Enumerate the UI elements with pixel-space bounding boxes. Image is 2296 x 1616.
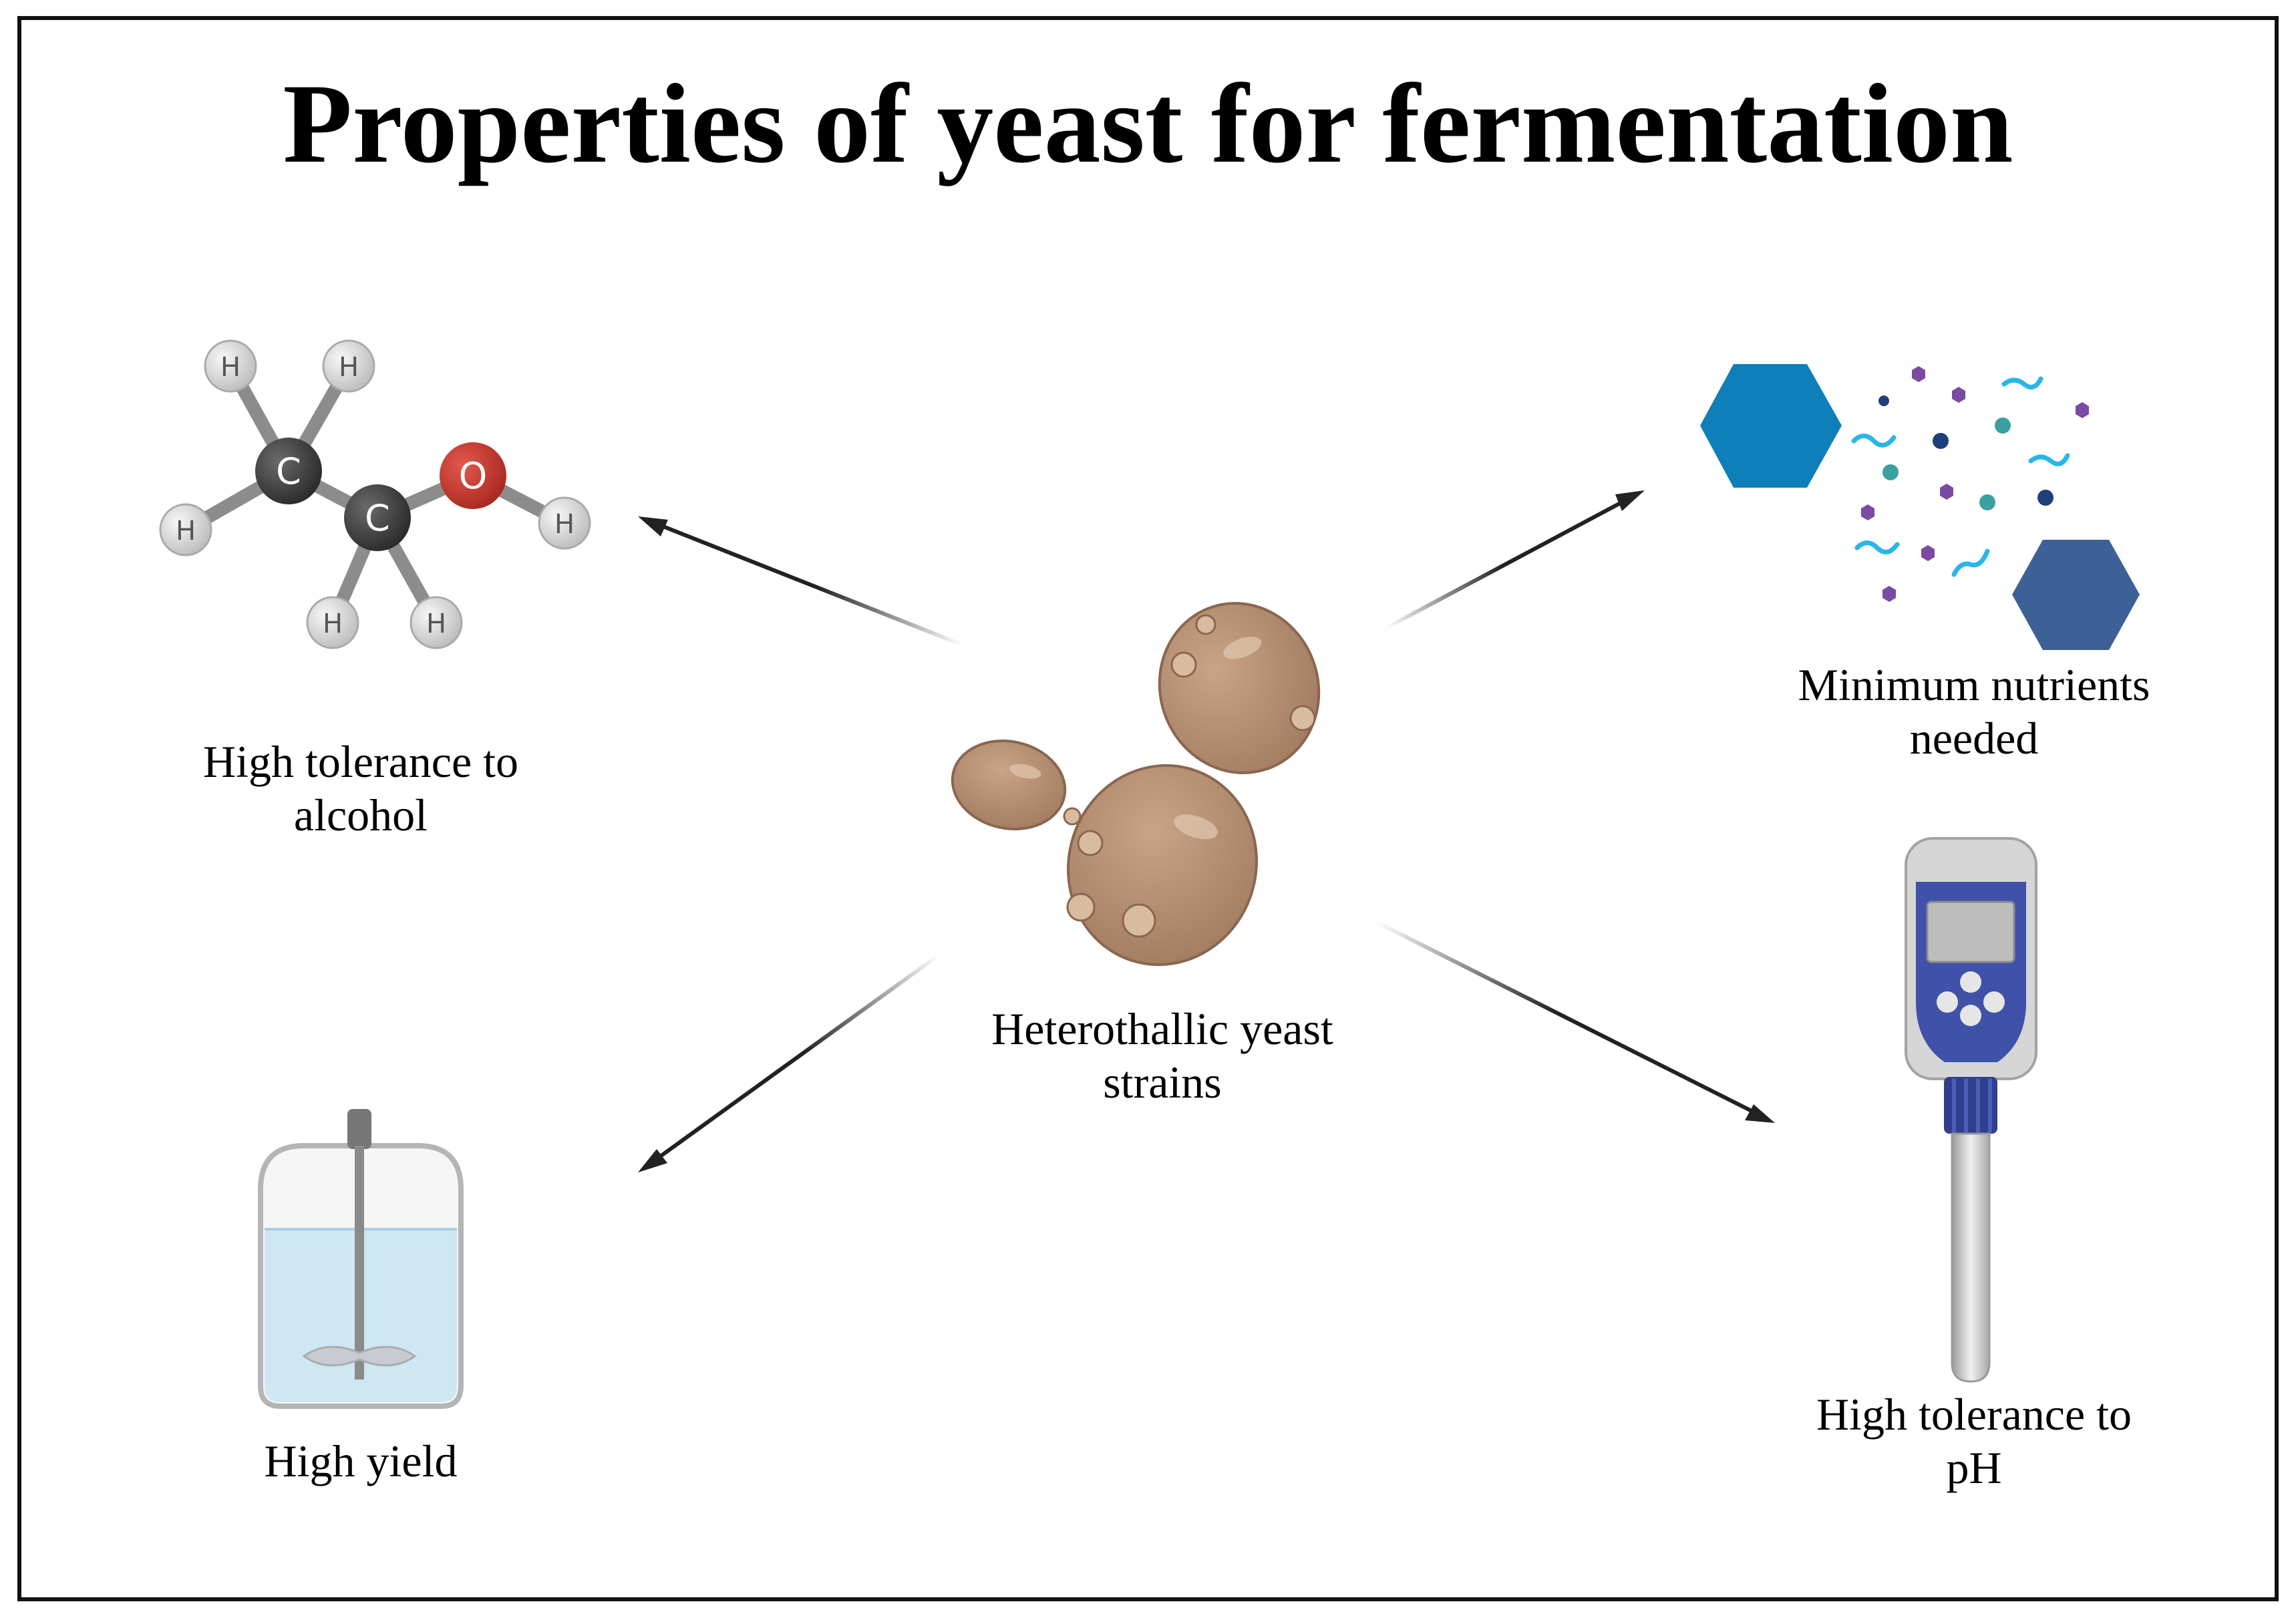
- hexagon-shape: [2012, 540, 2140, 650]
- hydrogen-atom: H: [538, 496, 591, 550]
- svg-text:H: H: [554, 509, 575, 540]
- svg-text:H: H: [176, 516, 196, 546]
- carbon-atom: C: [344, 484, 411, 551]
- hydrogen-atom: H: [306, 596, 359, 649]
- arrow-to-yield: [638, 953, 940, 1172]
- caption-center-line2: strains: [1103, 1057, 1222, 1108]
- hydrogen-atom: H: [159, 503, 212, 556]
- ethanol-molecule-icon: H H H H H H C: [159, 339, 591, 649]
- hydrogen-atom: H: [204, 339, 257, 393]
- svg-text:O: O: [459, 455, 488, 497]
- ph-meter-icon: [1905, 837, 2037, 1383]
- caption-ph-line1: High tolerance to: [1816, 1389, 2132, 1440]
- hexagon-shape: [1700, 364, 1842, 488]
- caption-nutrients: Minimum nutrients needed: [1747, 658, 2201, 765]
- svg-text:C: C: [276, 450, 301, 492]
- yeast-cells-icon: [951, 602, 1321, 967]
- caption-alcohol: High tolerance to alcohol: [134, 735, 588, 842]
- caption-nutrients-line1: Minimum nutrients: [1798, 659, 2150, 710]
- hydrogen-atom: H: [322, 339, 375, 393]
- arrow-to-ph: [1375, 920, 1775, 1123]
- caption-yield: High yield: [134, 1434, 588, 1488]
- caption-alcohol-line2: alcohol: [293, 790, 428, 840]
- caption-ph: High tolerance to pH: [1747, 1388, 2201, 1494]
- svg-text:C: C: [365, 497, 390, 539]
- bioreactor-icon: [258, 1109, 464, 1409]
- oxygen-atom: O: [440, 442, 506, 509]
- svg-text:H: H: [426, 609, 446, 639]
- svg-text:H: H: [339, 352, 359, 383]
- yeast-cell: [1067, 764, 1258, 967]
- svg-text:H: H: [220, 352, 240, 383]
- nutrient-molecules-icon: [1700, 364, 2140, 650]
- caption-nutrients-line2: needed: [1909, 713, 2039, 764]
- carbon-atom: C: [255, 438, 322, 504]
- arrow-to-nutrients: [1385, 490, 1645, 630]
- yeast-cell: [951, 740, 1067, 830]
- svg-text:H: H: [323, 609, 343, 639]
- diagram-title: Properties of yeast for fermentation: [283, 61, 2013, 186]
- hydrogen-atom: H: [409, 596, 463, 649]
- arrow-to-alcohol: [638, 516, 963, 647]
- yeast-cell: [1158, 602, 1321, 774]
- caption-center: Heterothallic yeast strains: [935, 1002, 1389, 1109]
- caption-alcohol-line1: High tolerance to: [202, 736, 519, 787]
- caption-center-line1: Heterothallic yeast: [991, 1003, 1333, 1054]
- caption-ph-line2: pH: [1946, 1442, 2002, 1493]
- caption-yield-line1: High yield: [264, 1436, 458, 1486]
